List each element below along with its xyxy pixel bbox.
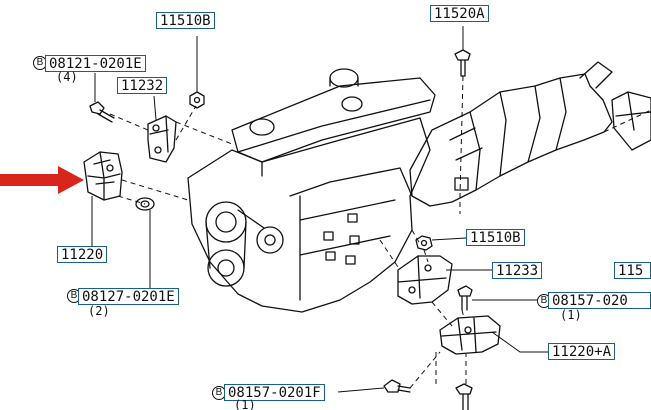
dash-line	[117, 195, 146, 205]
dash-line	[461, 309, 465, 319]
dash-line	[121, 179, 189, 201]
leader-line	[337, 387, 385, 393]
callout-08127-0201e[interactable]: 08127-0201E	[78, 288, 179, 305]
quantity-08121: (4)	[56, 70, 78, 84]
dash-line	[459, 75, 464, 214]
engine-block	[187, 68, 436, 313]
washer-08127	[135, 197, 155, 211]
dash-line	[379, 239, 401, 271]
right-engine-mount	[439, 315, 501, 355]
callout-11233[interactable]: 11233	[492, 262, 543, 279]
callout-11510b-right[interactable]: 11510B	[466, 229, 525, 246]
torque-rod-bracket	[611, 91, 651, 151]
nut-top	[189, 91, 205, 109]
bolt-08157-bottom	[383, 379, 411, 393]
callout-11232[interactable]: 11232	[117, 77, 168, 94]
quantity-08157-bottom: (1)	[234, 398, 256, 410]
bolt-lower-right	[455, 383, 473, 410]
quantity-08157-right: (1)	[560, 308, 582, 322]
quantity-08127: (2)	[88, 304, 110, 318]
callout-08121-0201e[interactable]: 08121-0201E	[45, 55, 146, 72]
transmission-housing	[409, 61, 613, 207]
right-mount-bracket	[397, 255, 453, 305]
left-mount-bracket	[147, 115, 177, 163]
callout-08157-020[interactable]: 08157-020	[548, 292, 651, 309]
indicator-arrow	[0, 166, 84, 194]
bolt-11520a	[454, 49, 471, 77]
callout-11220-a[interactable]: 11220+A	[548, 343, 616, 360]
callout-115-partial[interactable]: 115	[614, 262, 651, 279]
leader-line	[153, 95, 157, 121]
callout-11220[interactable]: 11220	[57, 246, 108, 263]
left-engine-mount	[83, 151, 123, 201]
dash-line	[109, 113, 149, 131]
dash-line	[175, 105, 197, 141]
nut-right	[415, 235, 433, 251]
dash-line	[411, 229, 421, 245]
leader-line	[431, 237, 467, 241]
callout-11520a[interactable]: 11520A	[430, 5, 489, 22]
callout-08157-0201f[interactable]: 08157-0201F	[224, 384, 325, 401]
dash-line	[175, 121, 233, 145]
leader-line	[491, 331, 548, 353]
dash-line	[409, 351, 441, 389]
bolt-08121	[89, 101, 115, 123]
bolt-type-mark-08121: B	[33, 56, 47, 70]
dash-line	[431, 301, 453, 327]
dash-line	[423, 249, 429, 263]
bolt-08157-right	[457, 285, 473, 311]
callout-11510b-top[interactable]: 11510B	[156, 12, 215, 29]
